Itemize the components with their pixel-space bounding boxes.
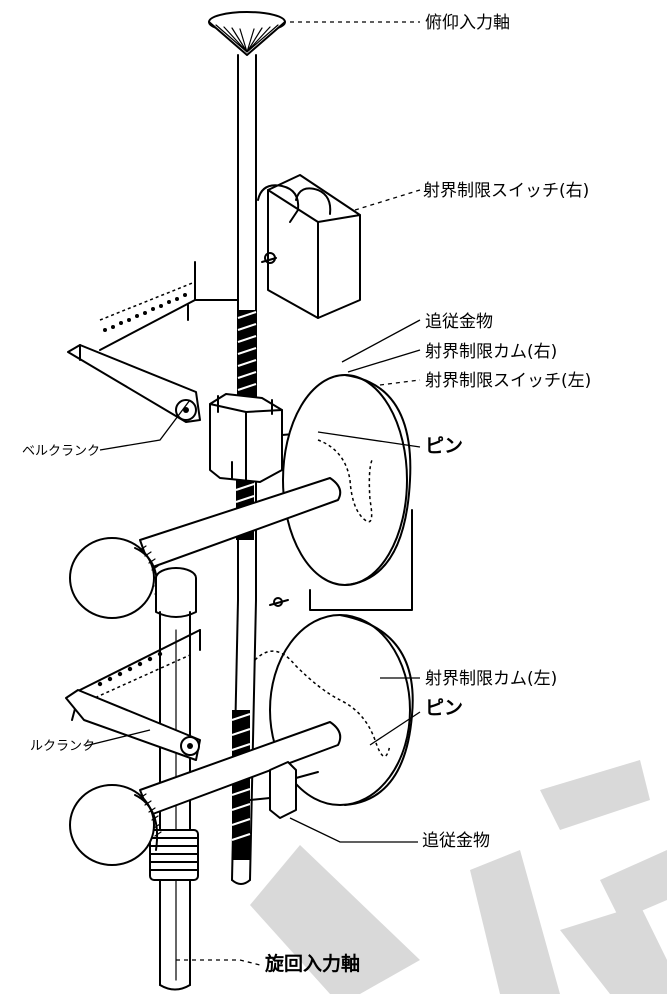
follower-fitting-lower: [249, 761, 319, 819]
label-follower-fitting-lower: 追従金物: [422, 831, 490, 851]
label-limit-cam-left: 射界制限カム(左): [425, 669, 557, 689]
label-control-input-shaft: 俯仰入力軸: [425, 13, 510, 33]
label-limit-switch-right: 射界制限スイッチ(右): [423, 181, 589, 201]
limit-switch-right: [257, 174, 361, 319]
label-bell-crank-lower: ルクランク: [30, 739, 95, 754]
upper-bracket-plate: [99, 261, 239, 351]
watermark: [250, 760, 667, 994]
spring-coil: [149, 829, 199, 881]
bell-crank-lower: [65, 689, 201, 761]
thread-lower: [231, 710, 251, 860]
upper-arm: [69, 477, 342, 619]
bevel-gear-top: [208, 11, 286, 56]
thread-upper: [237, 310, 257, 400]
label-follower-fitting-upper: 追従金物: [425, 312, 493, 332]
label-limit-cam-right: 射界制限カム(右): [425, 342, 557, 362]
label-limit-switch-left: 射界制限スイッチ(左): [425, 371, 591, 391]
label-pin-upper: ピン: [425, 435, 463, 457]
label-rotation-input-shaft: 旋回入力軸: [264, 952, 360, 975]
cam-frame: [309, 509, 413, 611]
label-bell-crank-upper: ベルクランク: [22, 444, 100, 459]
bell-crank-upper: [67, 344, 201, 423]
label-pin-lower: ピン: [425, 697, 463, 719]
labels: 俯仰入力軸 射界制限スイッチ(右) 追従金物 射界制限カム(右) 射界制限スイッ…: [22, 13, 591, 975]
lower-arm: [69, 721, 342, 866]
limit-cam-right-disk: [282, 374, 412, 586]
leader-lines: [84, 21, 421, 966]
